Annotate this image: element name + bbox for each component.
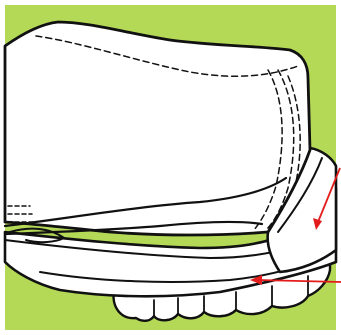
shoe-upper bbox=[5, 22, 310, 235]
shoe-drawing bbox=[5, 22, 336, 321]
